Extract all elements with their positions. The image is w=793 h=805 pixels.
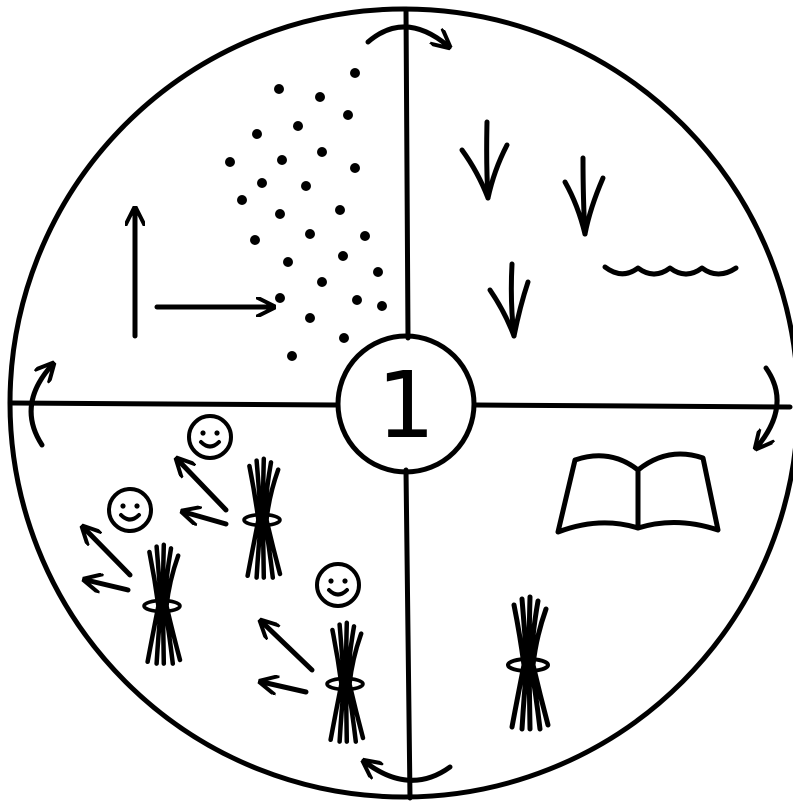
divider-left: [12, 403, 336, 405]
smiling-person-icon: [317, 564, 359, 606]
divider-top: [406, 9, 408, 338]
divider-right: [476, 405, 790, 407]
smiling-person-icon: [189, 416, 231, 458]
give-arrow-icon: [178, 460, 226, 510]
center-badge: 1: [338, 336, 474, 472]
quadrant-sharing-harvest: [84, 416, 363, 742]
give-arrow-icon: [262, 622, 312, 670]
quadrant-reading: [508, 454, 718, 729]
divider-bottom: [406, 470, 410, 798]
sprout-icon: [490, 264, 528, 336]
wheat-sheaf-icon: [327, 623, 363, 742]
quadrant-sowing: [135, 68, 387, 361]
scattered-seeds-icon: [225, 68, 387, 361]
open-book-icon: [558, 454, 718, 532]
sprout-icon: [462, 122, 507, 198]
give-arrow-icon: [84, 528, 130, 575]
sprout-icon: [565, 158, 603, 234]
wheat-sheaf-icon: [244, 459, 280, 578]
wheat-sheaf-icon: [508, 597, 548, 729]
water-wave-icon: [605, 267, 736, 274]
give-arrow-icon: [86, 580, 128, 590]
center-number: 1: [377, 352, 436, 459]
give-arrow-icon: [184, 512, 226, 524]
give-arrow-icon: [262, 682, 306, 692]
quadrant-sprouting: [462, 122, 736, 336]
smiling-person-icon: [109, 489, 151, 531]
axis-arrows-icon: [135, 210, 272, 336]
wheat-sheaf-icon: [144, 545, 180, 664]
